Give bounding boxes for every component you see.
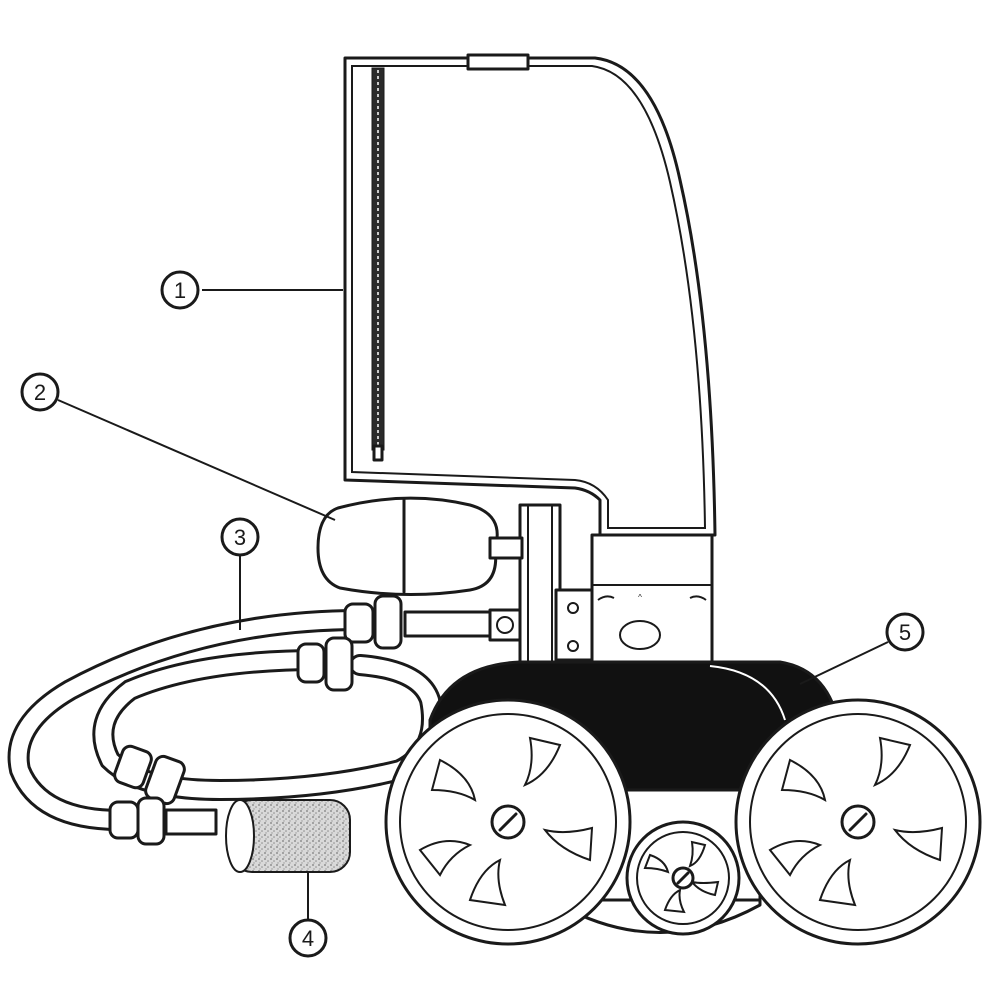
right-wheel bbox=[734, 698, 982, 946]
logo-emblem bbox=[619, 620, 661, 650]
callout-1-label: 1 bbox=[174, 278, 186, 303]
callout-5: 5 bbox=[799, 612, 925, 685]
foam-filter bbox=[225, 799, 351, 873]
hose-assembly bbox=[7, 594, 522, 846]
cleaner-body: ^ bbox=[518, 503, 714, 667]
center-wheel bbox=[625, 820, 741, 936]
hose-fittings bbox=[108, 594, 403, 846]
backup-valve bbox=[316, 496, 524, 597]
svg-text:^: ^ bbox=[638, 593, 642, 602]
callout-3: 3 bbox=[220, 517, 260, 630]
callout-1: 1 bbox=[160, 270, 343, 310]
callout-5-label: 5 bbox=[899, 620, 911, 645]
left-wheel bbox=[384, 698, 632, 946]
callout-4: 4 bbox=[288, 872, 328, 958]
zipper bbox=[371, 67, 385, 462]
callout-2: 2 bbox=[20, 372, 336, 521]
callout-2-label: 2 bbox=[34, 380, 46, 405]
callout-4-label: 4 bbox=[302, 926, 314, 951]
debris-bag bbox=[343, 53, 717, 537]
callout-3-label: 3 bbox=[234, 525, 246, 550]
